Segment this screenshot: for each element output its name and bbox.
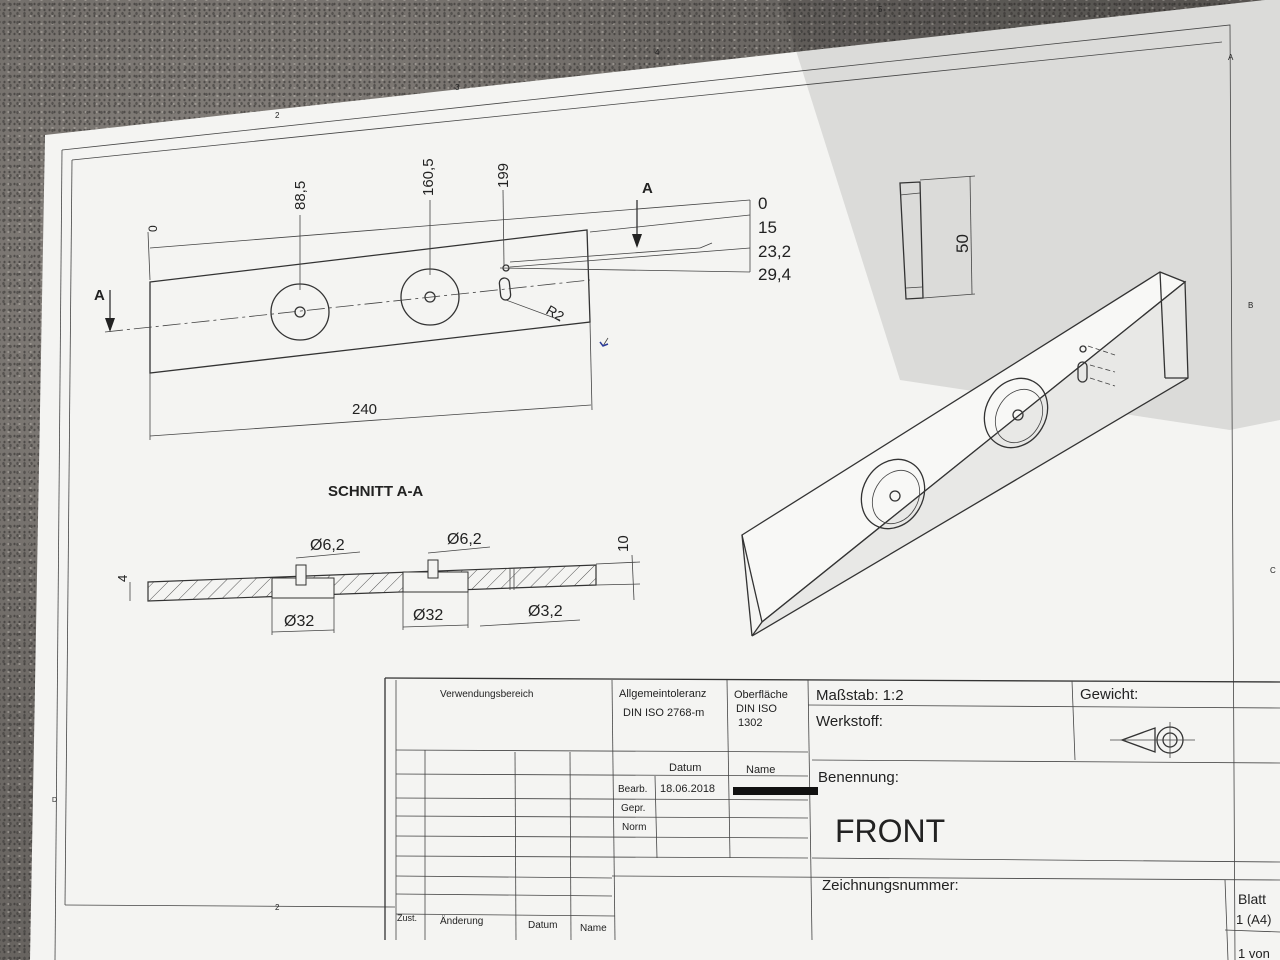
dim-right-0: 0 [758,194,767,213]
frame-number-5: 5 [878,5,883,14]
frame-number-bottom-2: 2 [275,903,280,912]
rev-aenderung: Änderung [440,915,483,927]
surface-value: DIN ISO [736,703,777,715]
date-header: Datum [669,762,701,774]
title-label: Benennung: [818,769,899,786]
title-block [384,677,1280,960]
rev-datum: Datum [528,920,557,931]
row-bearb: Bearb. [618,784,647,795]
frame-letter-c: C [1270,566,1276,575]
rev-name: Name [580,923,607,934]
redacted-name [733,787,818,795]
dim-right-29-4: 29,4 [758,265,791,284]
material-label: Werkstoff: [816,713,883,730]
dim-88-5: 88,5 [292,181,309,210]
frame-number-3: 3 [455,83,460,92]
surface-num: 1302 [738,717,762,729]
dim-radius: R2 [544,302,568,325]
dim-right-15: 15 [758,218,777,237]
row-gepr: Gepr. [621,803,645,814]
side-view [899,175,976,300]
usage-label: Verwendungsbereich [440,689,533,700]
frame-number-2: 2 [275,111,280,120]
frame-number-4: 4 [655,48,660,57]
section-slot: Ø3,2 [528,603,563,620]
dim-length: 240 [352,401,377,418]
frame-letter-a: A [1228,53,1234,62]
section-height-10: 10 [615,535,632,552]
section-hole-b: Ø6,2 [447,531,482,548]
section-title: SCHNITT A-A [328,483,423,500]
isometric-view [741,271,1189,637]
side-dim-50: 50 [953,234,972,253]
sheet-label: Blatt [1238,891,1266,907]
section-thick-4: 4 [115,575,130,582]
tolerance-label: Allgemeintoleranz [619,688,706,700]
surface-label: Oberfläche [734,689,788,701]
rev-zust: Zust. [397,913,417,923]
weight-label: Gewicht: [1080,686,1138,703]
section-marker-right: A [642,180,653,197]
dim-199: 199 [495,163,512,188]
section-bore-a: Ø32 [284,613,314,630]
sheet-value: 1 (A4) [1236,912,1271,927]
top-view [104,189,751,440]
section-hole-a: Ø6,2 [310,537,345,554]
frame-letter-b: B [1248,301,1253,310]
section-view [129,546,641,635]
name-header: Name [746,764,775,776]
tolerance-value: DIN ISO 2768-m [623,707,704,719]
row-norm: Norm [622,822,646,833]
dim-right-23-2: 23,2 [758,242,791,261]
dim-160-5: 160,5 [420,158,437,196]
sheet-of: 1 von [1238,946,1270,960]
row-bearb-date: 18.06.2018 [660,783,715,795]
paper [30,0,1280,960]
drawing-number-label: Zeichnungsnummer: [822,877,959,894]
frame-letter-d: D [52,797,57,804]
dim-0: 0 [146,225,160,232]
section-marker-left: A [94,287,105,304]
title-value: FRONT [835,813,945,849]
section-bore-b: Ø32 [413,607,443,624]
scale-label: Maßstab: 1:2 [816,687,904,704]
